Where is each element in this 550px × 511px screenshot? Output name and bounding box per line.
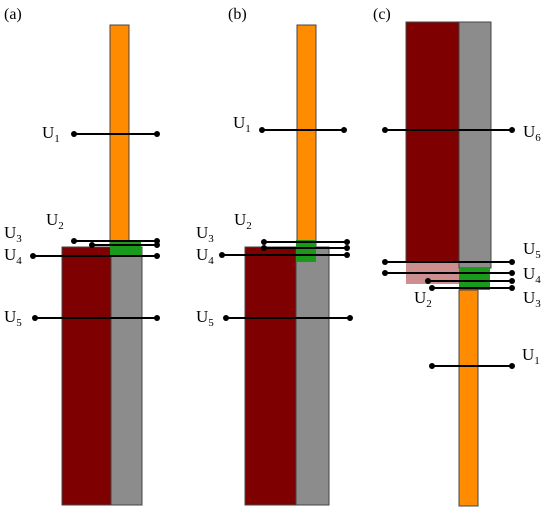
panel-c-u5-probe bbox=[382, 259, 515, 265]
panel-b-u1-probe bbox=[259, 127, 347, 133]
panel-b-label: (b) bbox=[228, 6, 247, 23]
panel-a-u2-label: U2 bbox=[46, 210, 64, 232]
panel-c-green-overlap bbox=[459, 268, 490, 290]
panel-b-u4-probe bbox=[219, 252, 350, 258]
panel-c-u6-probe bbox=[382, 127, 515, 133]
panel-c-u1-probe bbox=[429, 363, 515, 369]
panel-a-u5-probe bbox=[32, 315, 160, 321]
panel-b-u2-label: U2 bbox=[234, 210, 252, 232]
panel-b-u1-label: U1 bbox=[233, 113, 251, 135]
panel-c-orange-rod bbox=[458, 289, 479, 507]
panel-b-dark-red-block bbox=[244, 246, 297, 506]
panel-a-u4-label: U4 bbox=[4, 245, 22, 267]
panel-b-green-overlap bbox=[296, 240, 316, 262]
panel-c-u4-label: U4 bbox=[523, 264, 541, 286]
panel-a-u3-probe bbox=[71, 238, 160, 244]
panel-a-u1-label: U1 bbox=[42, 123, 60, 145]
panel-b-gray-block bbox=[295, 246, 330, 506]
panel-b-u3-probe bbox=[261, 245, 350, 251]
panel-a: (a) U1 U2 bbox=[4, 6, 160, 506]
panel-c-u2-probe bbox=[425, 278, 515, 284]
panel-c-u3-probe bbox=[429, 285, 515, 291]
panel-c-dark-red-block bbox=[405, 21, 460, 263]
panel-b-u4-label: U4 bbox=[196, 245, 214, 267]
panel-c-u1-label: U1 bbox=[522, 345, 540, 367]
panel-c: (c) U6 U5 U4 bbox=[373, 6, 541, 507]
panel-a-u4-probe bbox=[30, 253, 160, 259]
panel-a-u5-label: U5 bbox=[4, 307, 22, 329]
panel-a-u2-probe bbox=[89, 242, 160, 248]
panel-c-u5-label: U5 bbox=[523, 239, 541, 261]
panel-a-u1-probe bbox=[71, 131, 160, 137]
panel-b-u2-probe bbox=[261, 239, 350, 245]
panel-c-u6-label: U6 bbox=[523, 122, 541, 144]
panel-c-label: (c) bbox=[373, 6, 391, 23]
panel-b-u3-label: U3 bbox=[196, 223, 214, 245]
panel-b: (b) U1 U2 U3 bbox=[196, 6, 353, 506]
panel-a-green-overlap bbox=[110, 240, 141, 256]
panel-a-dark-red-block bbox=[61, 246, 112, 506]
panel-a-label: (a) bbox=[4, 6, 22, 23]
panel-b-u5-probe bbox=[223, 315, 353, 321]
panel-c-u3-label: U3 bbox=[523, 288, 541, 310]
panel-c-gray-block bbox=[458, 21, 492, 263]
panel-a-gray-block bbox=[110, 246, 143, 506]
panel-b-orange-rod bbox=[296, 24, 317, 249]
panel-b-u5-label: U5 bbox=[196, 307, 214, 329]
panel-c-u2-label: U2 bbox=[414, 288, 432, 310]
panel-c-u4-probe bbox=[382, 270, 515, 276]
panel-a-u3-label: U3 bbox=[4, 223, 22, 245]
